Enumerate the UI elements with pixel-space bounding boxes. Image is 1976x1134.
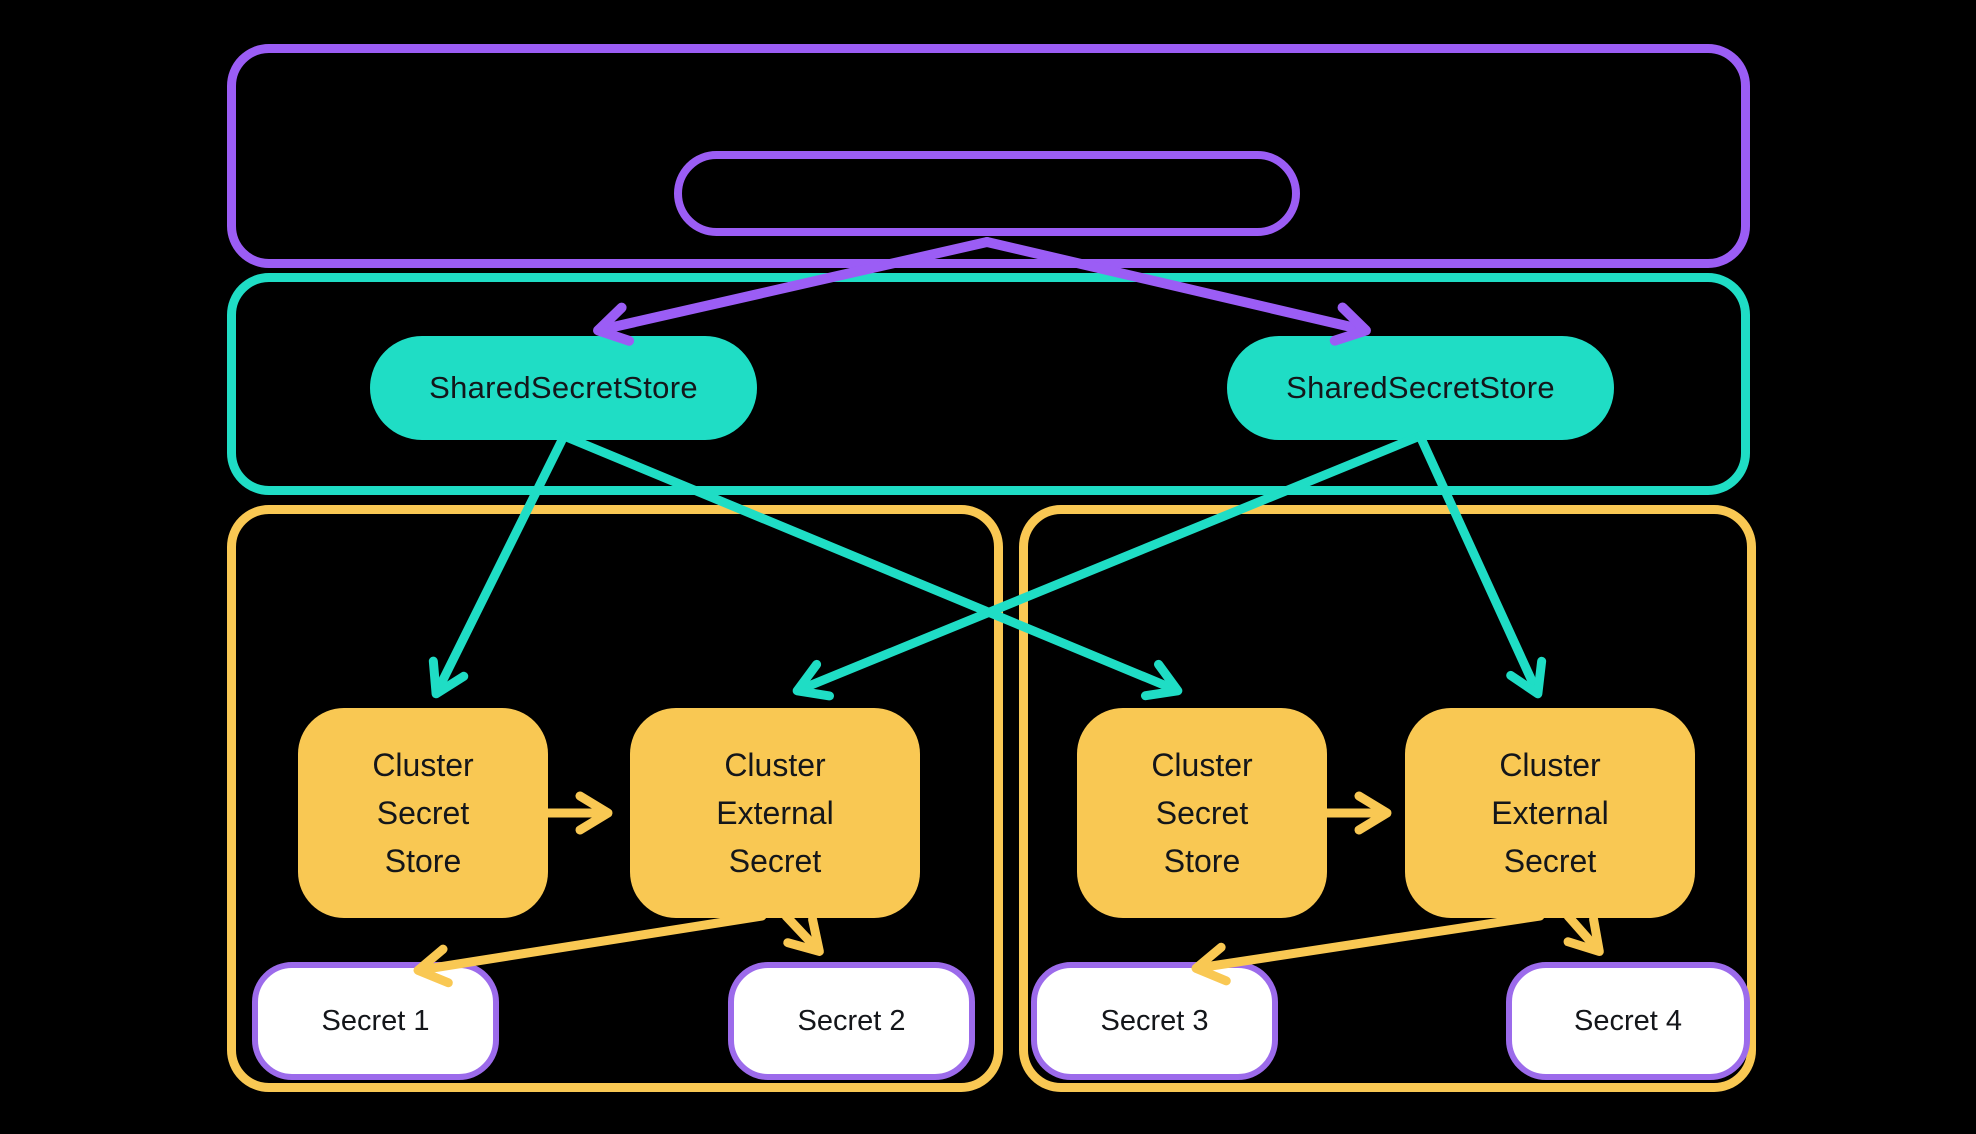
shared-secret-store-right-label: SharedSecretStore xyxy=(1286,370,1555,405)
shared-secret-store-left: SharedSecretStore xyxy=(370,336,757,440)
secret-3-label: Secret 3 xyxy=(1100,1004,1209,1037)
cluster-secret-store-right-line1: Cluster xyxy=(1151,747,1253,783)
cluster-external-secret-right-line1: Cluster xyxy=(1499,747,1601,783)
secret-4-label: Secret 4 xyxy=(1574,1004,1682,1037)
secret-1-label: Secret 1 xyxy=(321,1004,430,1037)
cluster-external-secret-left-line1: Cluster xyxy=(724,747,826,783)
cluster-external-secret-right-line2: External xyxy=(1491,795,1609,831)
cluster-secret-store-left: Cluster Secret Store xyxy=(298,708,548,918)
cluster-secret-store-right-line3: Store xyxy=(1163,843,1241,879)
secret-4: Secret 4 xyxy=(1506,962,1750,1080)
secret-2: Secret 2 xyxy=(728,962,975,1080)
cluster-external-secret-left-line2: External xyxy=(716,795,834,831)
cluster-external-secret-left-line3: Secret xyxy=(728,843,822,879)
cluster-secret-store-right-line2: Secret xyxy=(1155,795,1249,831)
shared-secret-store-right: SharedSecretStore xyxy=(1227,336,1614,440)
cluster-secret-store-left-line3: Store xyxy=(384,843,462,879)
cluster-external-secret-right-line3: Secret xyxy=(1503,843,1597,879)
shared-secret-store-left-label: SharedSecretStore xyxy=(429,370,698,405)
cluster-secret-store-left-line1: Cluster xyxy=(372,747,474,783)
cluster-secret-store-right: Cluster Secret Store xyxy=(1077,708,1327,918)
cluster-external-secret-right: Cluster External Secret xyxy=(1405,708,1695,918)
top-pill xyxy=(674,151,1300,236)
secret-2-label: Secret 2 xyxy=(797,1004,906,1037)
cluster-external-secret-left: Cluster External Secret xyxy=(630,708,920,918)
cluster-secret-store-left-line2: Secret xyxy=(376,795,470,831)
secret-3: Secret 3 xyxy=(1031,962,1278,1080)
secret-1: Secret 1 xyxy=(252,962,499,1080)
